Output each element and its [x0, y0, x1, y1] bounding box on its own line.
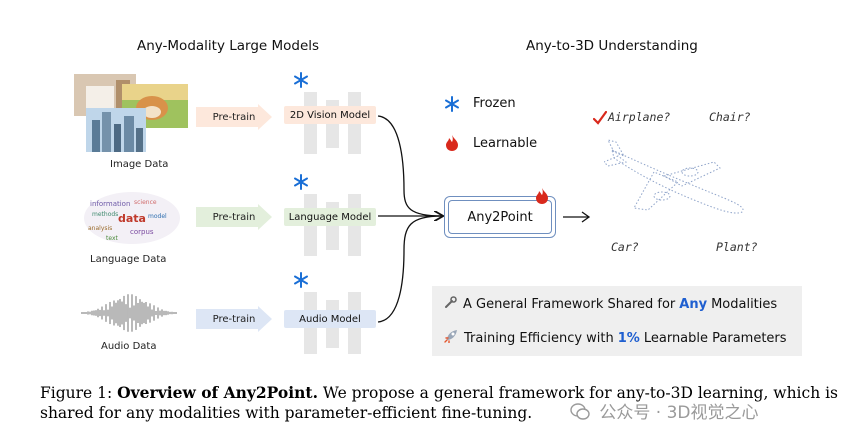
audio-data-label: Audio Data — [101, 341, 157, 352]
pretrain-arrow-image: Pre-train — [196, 104, 272, 130]
flame-icon — [535, 187, 549, 209]
snowflake-icon — [293, 174, 309, 194]
figure-caption: Figure 1: Overview of Any2Point. We prop… — [40, 383, 839, 422]
feature-line-efficiency: Training Efficiency with 1% Learnable Pa… — [444, 329, 787, 347]
svg-text:information: information — [90, 200, 130, 208]
snowflake-icon — [444, 96, 460, 116]
svg-text:model: model — [148, 213, 167, 220]
language-data-wordcloud: information science methods data model a… — [82, 190, 182, 246]
language-model-box: Language Model — [284, 208, 376, 226]
any2point-label: Any2Point — [448, 200, 552, 234]
output-arrow — [563, 211, 591, 223]
image-data-label: Image Data — [110, 159, 169, 170]
airplane-point-cloud — [604, 139, 744, 214]
label-chair: Chair? — [709, 110, 751, 124]
label-airplane: Airplane? — [608, 110, 671, 124]
legend-frozen: Frozen — [473, 96, 516, 111]
image-data-thumbnails — [72, 72, 190, 154]
svg-text:data: data — [118, 212, 146, 225]
svg-text:corpus: corpus — [130, 228, 154, 236]
flame-icon — [445, 134, 459, 156]
feature-line-general: A General Framework Shared for Any Modal… — [444, 296, 777, 313]
wrench-icon — [444, 296, 457, 313]
chat-icon — [570, 403, 590, 426]
pretrain-label: Pre-train — [212, 313, 256, 325]
svg-text:analysis: analysis — [88, 225, 112, 232]
right-heading: Any-to-3D Understanding — [526, 38, 698, 54]
pretrain-arrow-audio: Pre-train — [196, 306, 272, 332]
check-icon — [592, 110, 608, 129]
merge-arrows — [377, 115, 450, 323]
vision-model-box: 2D Vision Model — [284, 106, 376, 124]
pretrain-label: Pre-train — [212, 211, 256, 223]
feature-box: A General Framework Shared for Any Modal… — [432, 286, 802, 356]
rocket-icon — [444, 329, 458, 347]
audio-model-box: Audio Model — [284, 310, 376, 328]
legend-learnable: Learnable — [473, 136, 538, 151]
snowflake-icon — [293, 272, 309, 292]
pretrain-arrow-language: Pre-train — [196, 204, 272, 230]
left-heading: Any-Modality Large Models — [137, 38, 320, 54]
label-car: Car? — [611, 240, 639, 254]
svg-text:science: science — [134, 199, 157, 206]
label-plant: Plant? — [716, 240, 758, 254]
snowflake-icon — [293, 72, 309, 92]
svg-text:text: text — [106, 235, 118, 242]
pretrain-label: Pre-train — [212, 111, 256, 123]
language-data-label: Language Data — [90, 254, 167, 265]
audio-waveform — [80, 292, 180, 334]
watermark: 公众号 · 3D视觉之心 — [570, 398, 759, 426]
svg-text:methods: methods — [92, 211, 118, 218]
any2point-box-outer: Any2Point — [444, 196, 556, 238]
